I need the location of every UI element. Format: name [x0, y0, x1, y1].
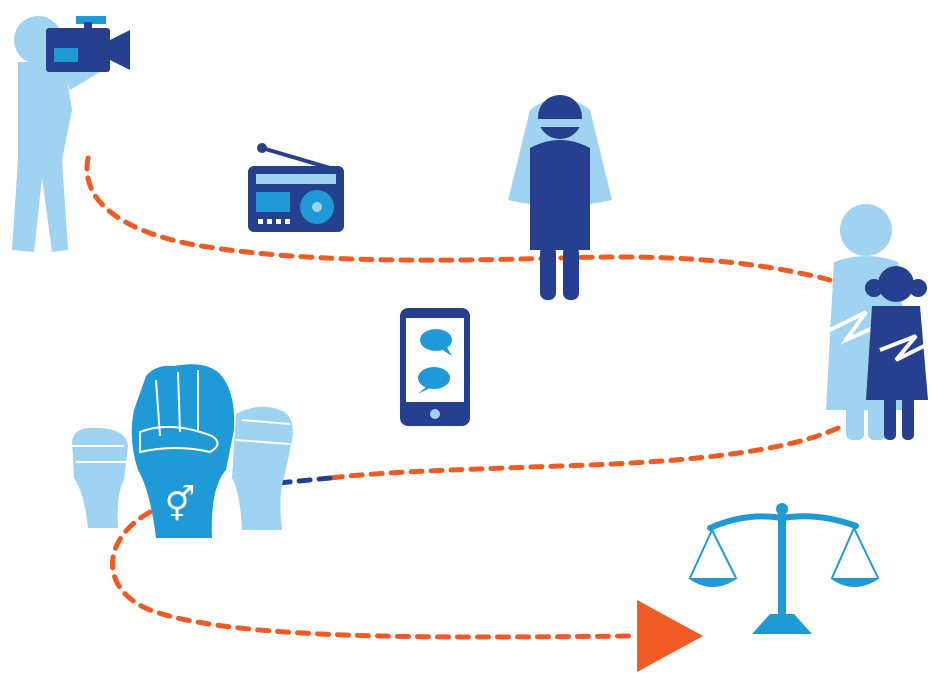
raised-fists-icon	[72, 364, 293, 538]
dashed-path-segment-1	[84, 155, 833, 283]
dashed-path-segment-4	[110, 509, 635, 640]
camera-operator-icon	[12, 16, 130, 252]
arrow-head-icon	[637, 600, 703, 672]
smartphone-icon	[400, 308, 470, 426]
scales-of-justice-icon	[688, 503, 880, 634]
dashed-path-segment-2	[327, 425, 841, 481]
gender-symbol-icon: ⚥	[165, 484, 196, 525]
woman-and-girl-icon	[826, 204, 929, 440]
veiled-woman-icon	[508, 95, 612, 300]
radio-icon	[248, 143, 344, 232]
